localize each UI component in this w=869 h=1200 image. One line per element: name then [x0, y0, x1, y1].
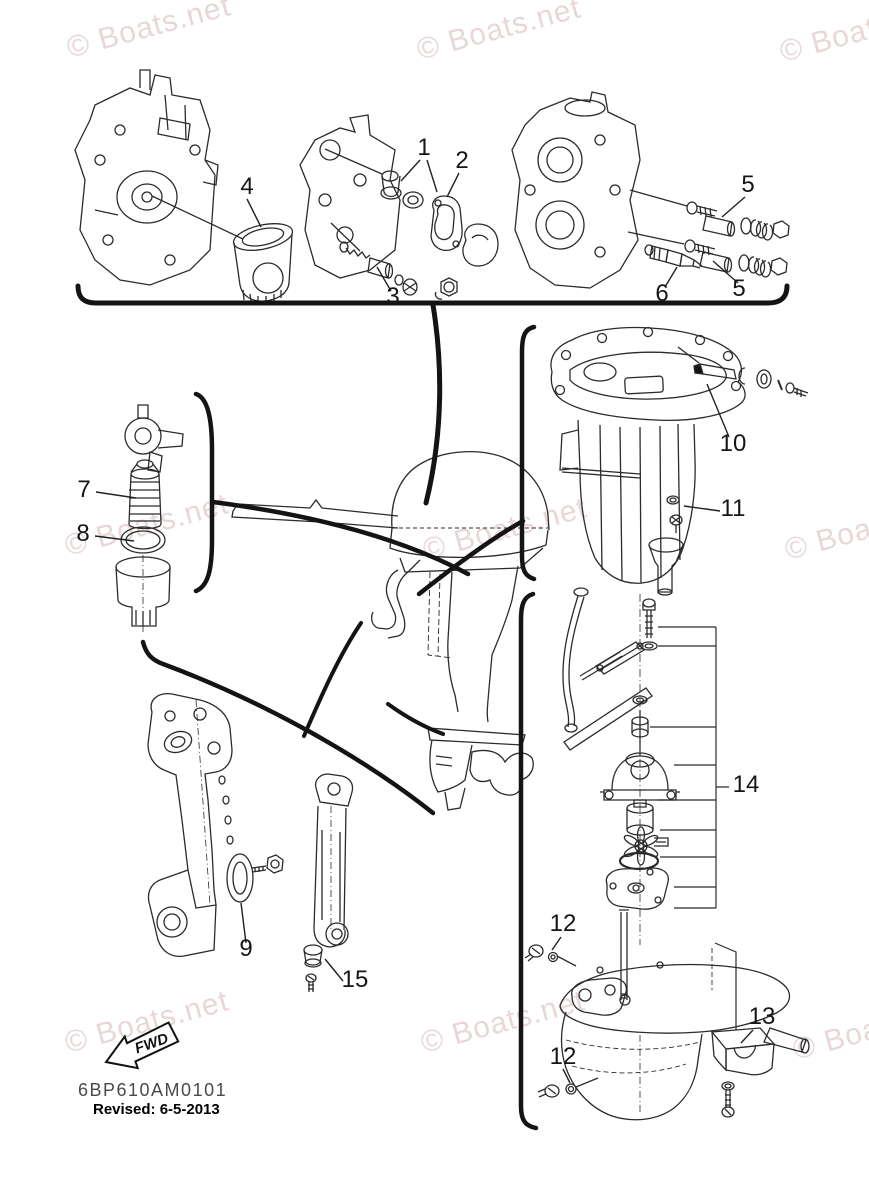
callout-leaders: [94, 159, 754, 1084]
top-bracket: [75, 283, 790, 306]
label-5-upper: 5: [741, 171, 754, 198]
label-12-lower: 12: [550, 1043, 577, 1070]
label-7: 7: [77, 476, 90, 503]
part-number-labels: 1 2 3 4 5 5 6 7 8 9 10 11 12 12 13 14 15: [76, 134, 775, 1070]
watermark-center: © Boats.net: [419, 491, 590, 566]
left-bracket: [193, 391, 215, 594]
watermark-mid-right: © Boats.net: [781, 491, 869, 566]
outboard-motor-drawing: [231, 451, 550, 811]
crankcase-drawing: [74, 69, 244, 286]
thermostat-block-drawing: [299, 114, 499, 300]
bottom-left-bracket-leader: [302, 621, 363, 738]
label-10: 10: [720, 430, 747, 457]
label-5-lower: 5: [732, 275, 745, 302]
gearcase-leader: [386, 702, 445, 736]
cylinder-head-drawing: [511, 91, 790, 289]
label-9: 9: [239, 935, 252, 962]
fuel-filter-drawing: [115, 404, 184, 632]
label-8: 8: [76, 520, 89, 547]
right-bracket-upper-leader: [416, 518, 526, 597]
diagram-revised-date: Revised: 6-5-2013: [93, 1101, 220, 1118]
label-15: 15: [342, 966, 369, 993]
watermark-top-left: © Boats.net: [63, 0, 234, 65]
label-6: 6: [655, 280, 668, 307]
label-2: 2: [455, 147, 468, 174]
oil-filter-drawing: [232, 223, 294, 303]
top-bracket-leader: [423, 302, 443, 506]
clamp-bracket-drawing: [147, 693, 284, 958]
water-pump-drawing: [562, 587, 729, 945]
label-12-upper: 12: [550, 910, 577, 937]
watermark-top-center: © Boats.net: [413, 0, 584, 67]
right-bracket-upper: [519, 324, 537, 582]
label-11: 11: [721, 495, 746, 522]
watermark-top-right: © Boats.net: [776, 0, 869, 69]
label-13: 13: [749, 1003, 776, 1030]
bottom-left-bracket: [140, 639, 436, 816]
upper-casing-drawing: [550, 326, 809, 596]
label-4: 4: [240, 173, 253, 200]
trim-cylinder-drawing: [303, 773, 354, 992]
right-bracket-lower: [518, 591, 539, 1131]
label-1: 1: [417, 134, 430, 161]
lower-unit-drawing: [524, 909, 810, 1121]
diagram-part-code: 6BP610AM0101: [78, 1080, 227, 1100]
label-3: 3: [386, 283, 399, 310]
label-14: 14: [733, 771, 760, 798]
group-brackets: [75, 283, 790, 1131]
part-drawings: [74, 69, 810, 1121]
watermark-bottom-right: © Boats.net: [789, 991, 869, 1066]
left-bracket-leader: [210, 499, 471, 577]
